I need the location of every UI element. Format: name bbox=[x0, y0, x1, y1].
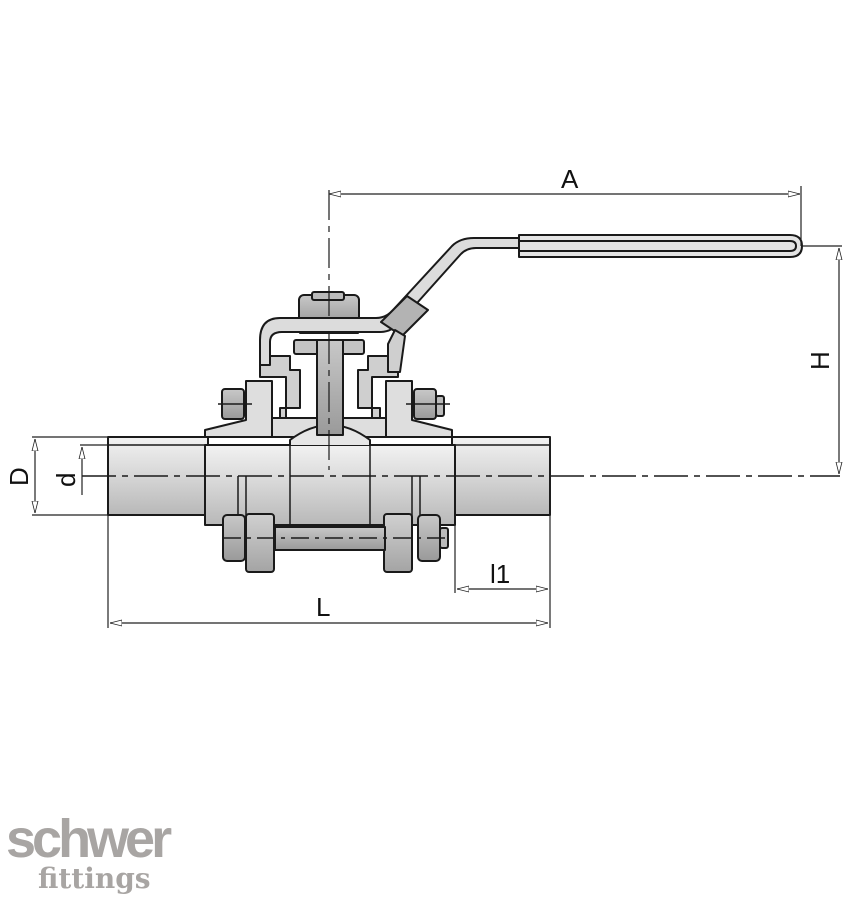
dim-label-h: H bbox=[805, 351, 835, 370]
dim-label-a: A bbox=[561, 164, 579, 194]
left-lower-flange bbox=[245, 513, 275, 573]
dim-label-D: D bbox=[4, 467, 34, 486]
upper-bolting bbox=[218, 388, 450, 420]
bore-section bbox=[204, 444, 456, 526]
logo-main-text: schwer bbox=[6, 809, 172, 869]
right-lower-flange bbox=[383, 513, 413, 573]
logo-sub-text: fittings bbox=[38, 862, 151, 895]
stem bbox=[316, 339, 344, 436]
dimensions bbox=[32, 186, 842, 628]
bonnet bbox=[259, 355, 399, 419]
handle bbox=[259, 234, 803, 373]
valve-body bbox=[107, 380, 551, 526]
handle-grip bbox=[518, 234, 803, 258]
dim-label-l1: l1 bbox=[490, 559, 510, 589]
dim-label-L: L bbox=[316, 592, 330, 622]
dim-label-d: d bbox=[51, 473, 81, 487]
lower-bolting bbox=[222, 513, 449, 573]
